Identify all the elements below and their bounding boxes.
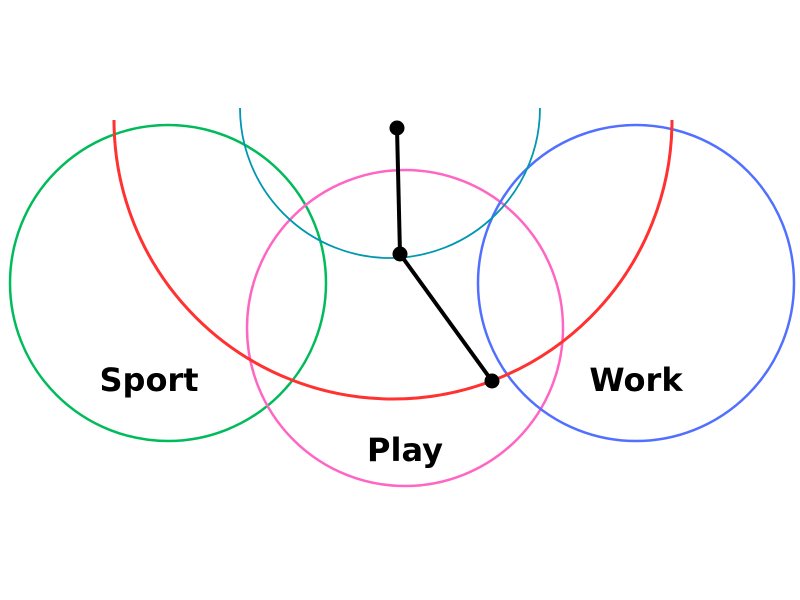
play-label: Play <box>367 431 443 469</box>
play-circle <box>245 168 565 488</box>
pointer-line <box>395 127 494 383</box>
red-arc <box>112 119 674 401</box>
work-label: Work <box>589 361 683 399</box>
sport-label: Sport <box>99 361 198 399</box>
sport-circle <box>8 123 328 443</box>
pointer-dot-middle <box>392 246 408 262</box>
work-circle <box>476 123 796 443</box>
pointer-dot-end <box>484 373 500 389</box>
teal-arc <box>239 107 541 259</box>
pointer-dot-top <box>389 120 405 136</box>
